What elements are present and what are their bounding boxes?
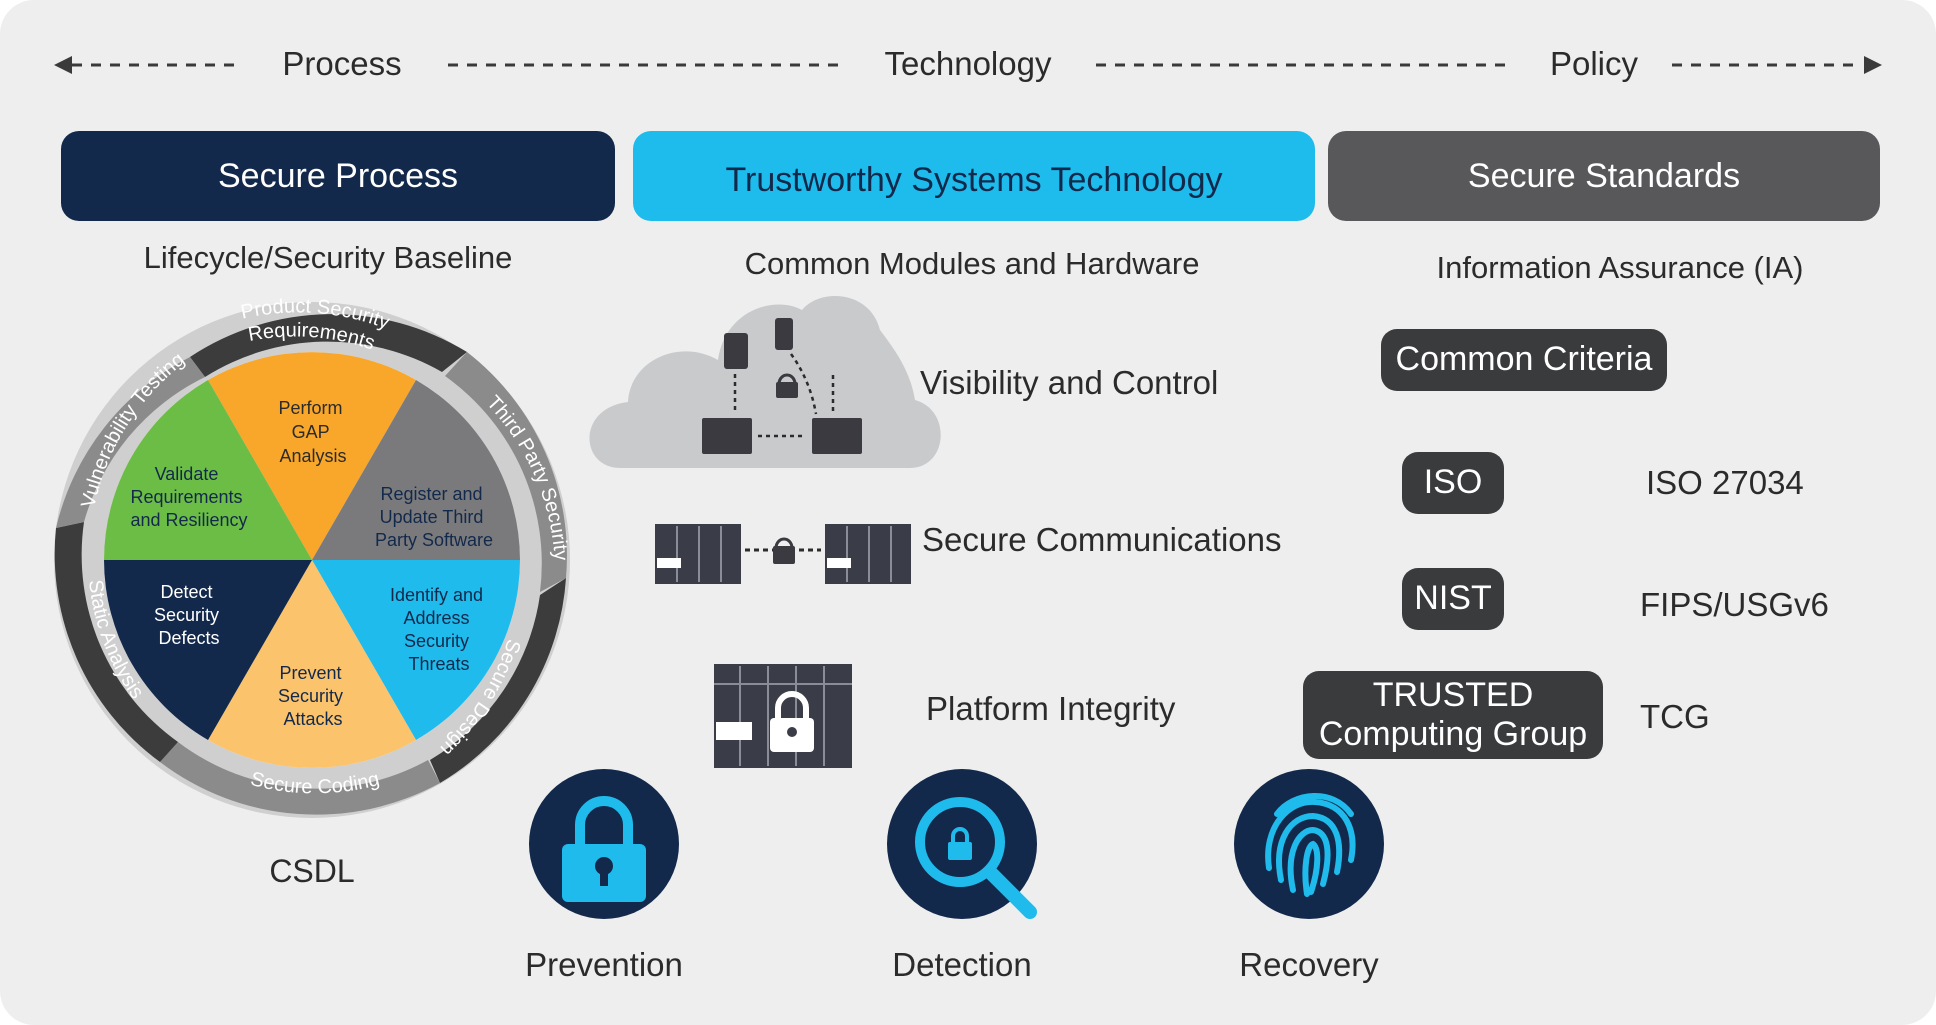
label-fips-usgv6: FIPS/USGv6 bbox=[1640, 586, 1829, 623]
segment-text-detect: Detect Security Defects bbox=[154, 582, 224, 648]
segment-register-third-party bbox=[312, 380, 520, 560]
tech-item-visibility: Visibility and Control bbox=[920, 364, 1219, 401]
pillar-label-detection: Detection bbox=[892, 946, 1032, 983]
header-secure-process: Secure Process bbox=[61, 131, 615, 221]
badge-common-criteria: Common Criteria bbox=[1381, 329, 1667, 391]
tcg-badge-line1: TRUSTED bbox=[1372, 675, 1534, 714]
padlock-icon bbox=[529, 769, 679, 919]
segment-detect-defects bbox=[104, 560, 312, 740]
arrow-left-icon bbox=[54, 56, 72, 74]
axis-label-process: Process bbox=[282, 45, 402, 82]
badge-nist: NIST bbox=[1402, 568, 1504, 630]
subtitle-lifecycle: Lifecycle/Security Baseline bbox=[143, 240, 513, 275]
platform-integrity-icon bbox=[714, 664, 852, 768]
arrow-right-icon bbox=[1864, 56, 1882, 74]
segment-prevent-attacks bbox=[208, 560, 416, 768]
segment-text-identify: Identify and Address Security Threats bbox=[390, 585, 488, 674]
segment-text-validate: Validate Requirements and Resiliency bbox=[130, 464, 247, 530]
wheel-segments bbox=[104, 352, 520, 768]
axis-arrows bbox=[54, 56, 1882, 74]
axis-label-policy: Policy bbox=[1549, 45, 1639, 82]
tech-item-secure-communications: Secure Communications bbox=[922, 521, 1282, 558]
segment-text-prevent: Prevent Security Attacks bbox=[278, 663, 348, 729]
badge-iso: ISO bbox=[1402, 452, 1504, 514]
csdl-wheel: Perform GAP Analysis Register and Update… bbox=[54, 295, 572, 818]
segment-identify-threats bbox=[312, 560, 520, 740]
csdl-label: CSDL bbox=[269, 853, 355, 889]
segment-text-register: Register and Update Third Party Software bbox=[375, 484, 493, 550]
secure-comms-icon bbox=[655, 524, 911, 584]
fingerprint-icon bbox=[1234, 769, 1384, 919]
pillar-label-recovery: Recovery bbox=[1239, 946, 1379, 983]
pillar-label-prevention: Prevention bbox=[525, 946, 683, 983]
cloud-network-icon bbox=[589, 296, 941, 468]
subtitle-information-assurance: Information Assurance (IA) bbox=[1436, 250, 1804, 285]
header-secure-standards: Secure Standards bbox=[1328, 131, 1880, 221]
header-trustworthy-systems: Trustworthy Systems Technology bbox=[633, 131, 1315, 221]
segment-gap-analysis bbox=[208, 352, 416, 560]
subtitle-common-modules: Common Modules and Hardware bbox=[744, 246, 1200, 281]
label-tcg: TCG bbox=[1640, 698, 1710, 735]
tcg-badge-line2: Computing Group bbox=[1318, 715, 1588, 753]
segment-validate-requirements bbox=[104, 380, 312, 560]
axis-label-technology: Technology bbox=[884, 45, 1052, 82]
magnifier-lock-icon bbox=[887, 769, 1037, 919]
label-iso-27034: ISO 27034 bbox=[1646, 464, 1804, 501]
badge-trusted-computing-group: TRUSTED Computing Group bbox=[1303, 671, 1603, 759]
segment-text-gap: Perform GAP Analysis bbox=[278, 398, 347, 466]
tech-item-platform-integrity: Platform Integrity bbox=[926, 690, 1176, 727]
ring-arrows bbox=[54, 314, 567, 815]
